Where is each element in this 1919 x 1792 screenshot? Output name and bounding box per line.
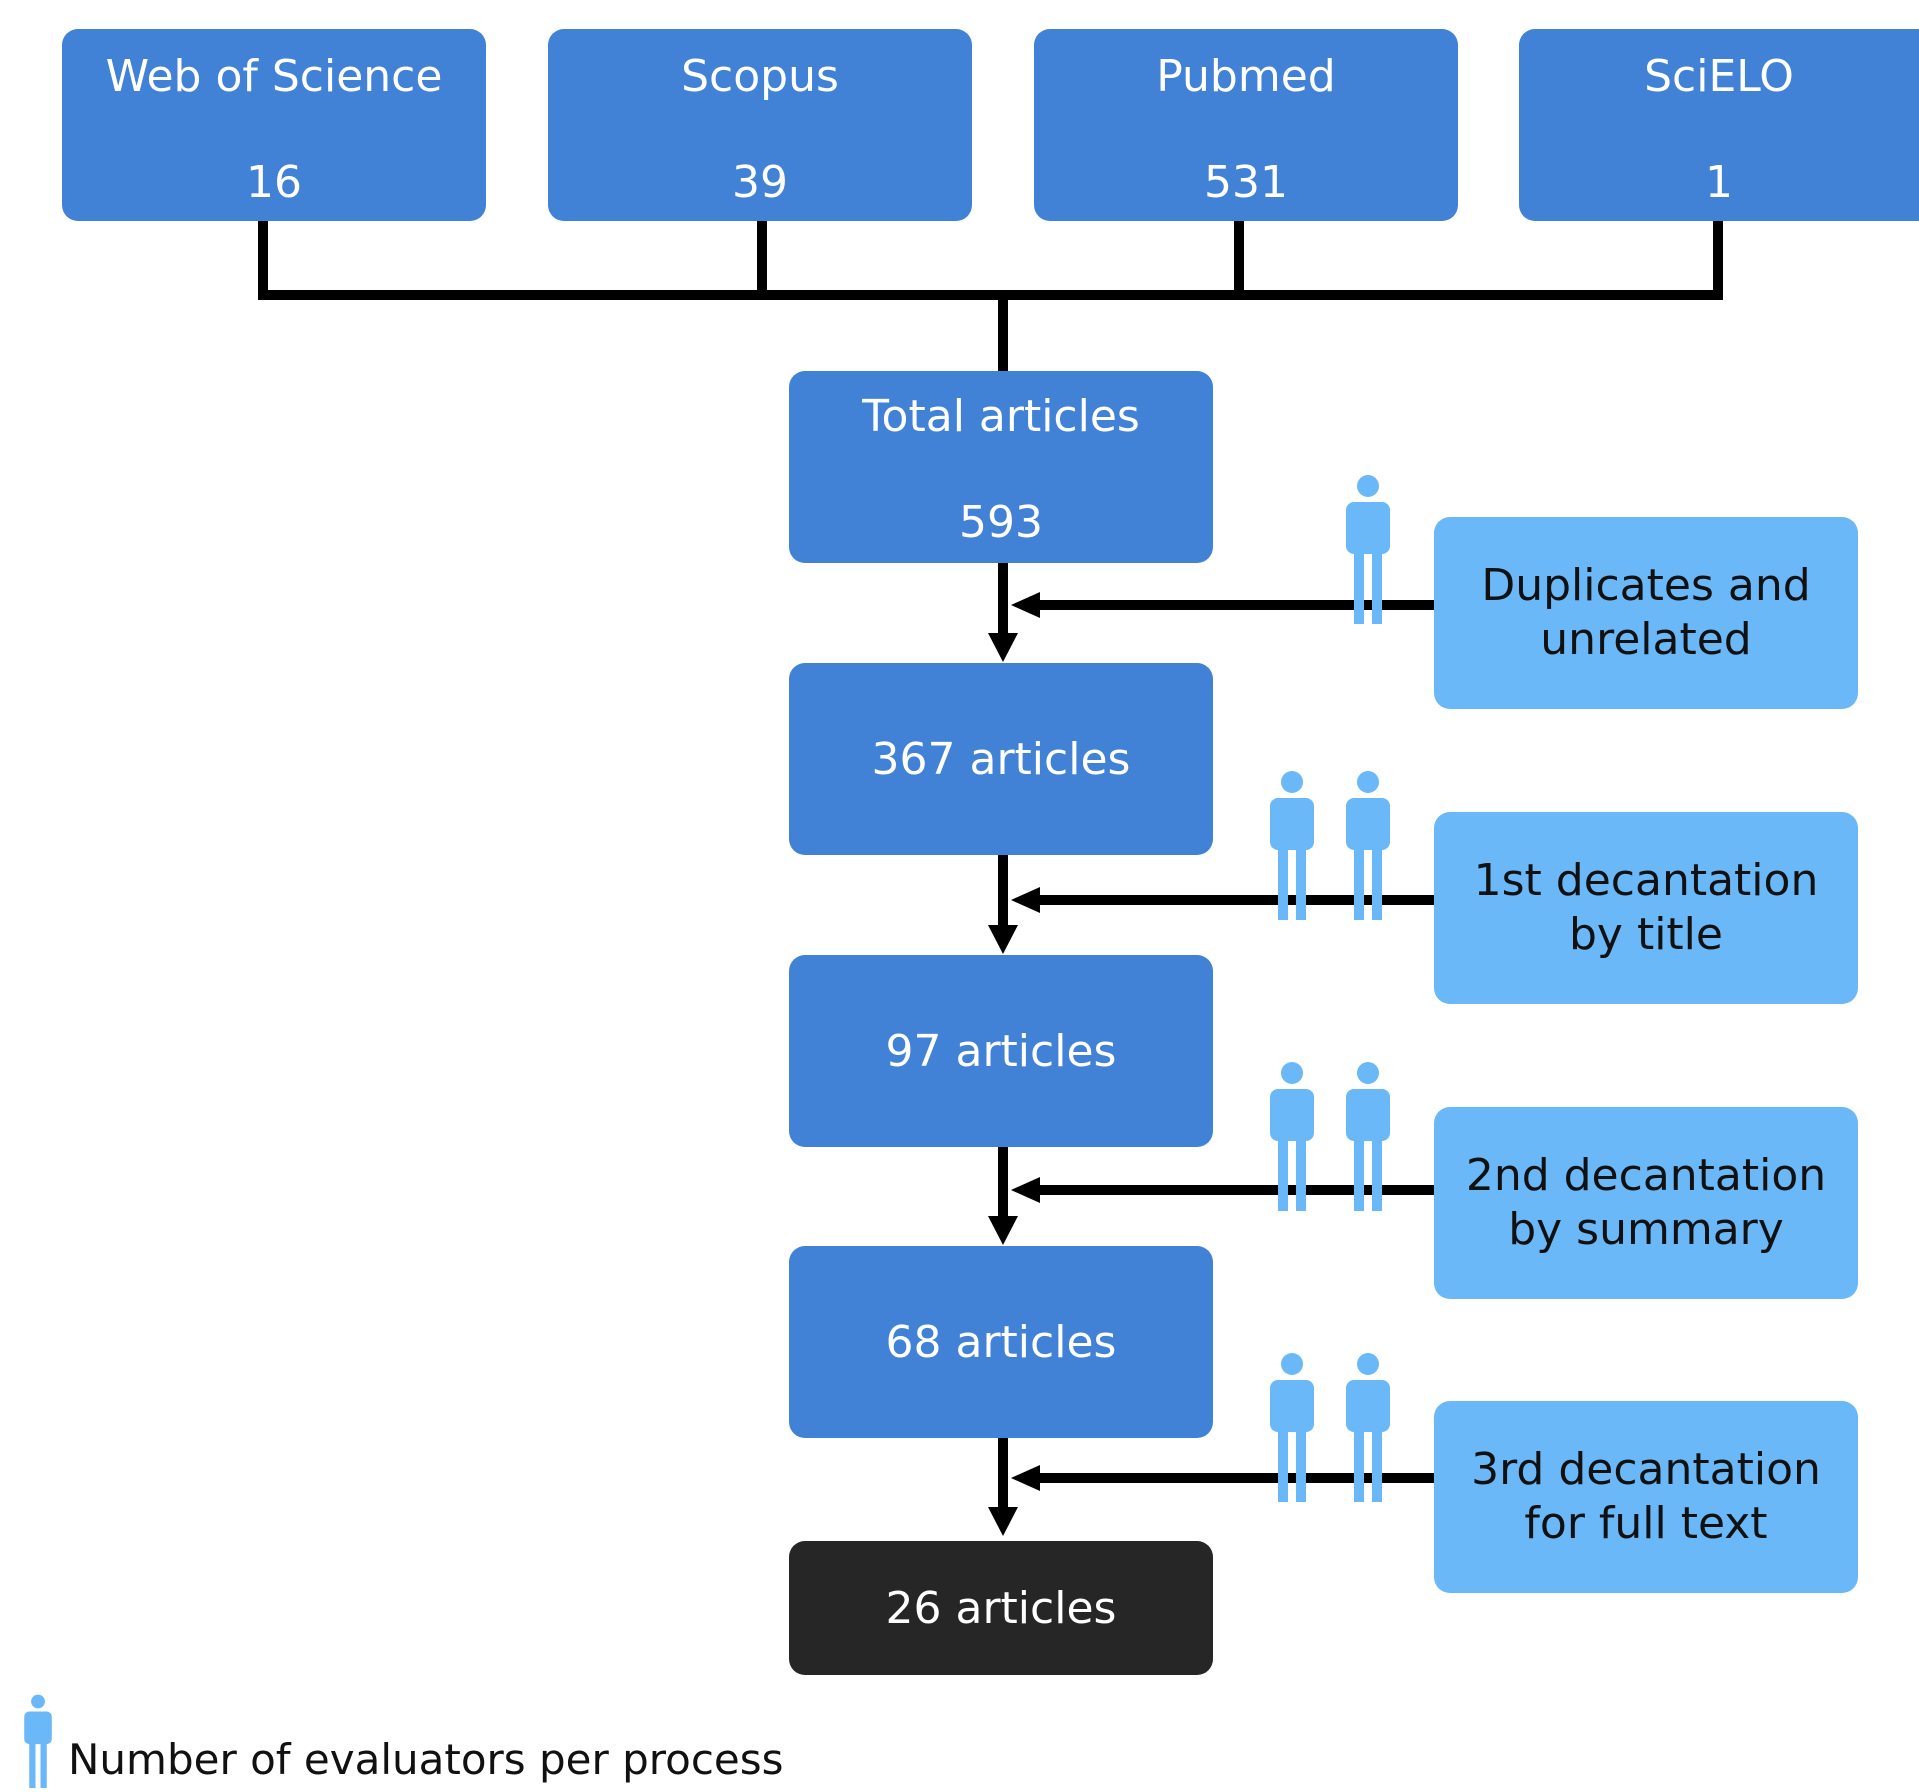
total-label: Total articles xyxy=(862,391,1140,442)
source-count: 16 xyxy=(246,157,302,208)
process-line: 2nd decantation xyxy=(1465,1150,1827,1201)
person-icon xyxy=(1338,474,1398,628)
person-icon xyxy=(1262,770,1322,924)
source-name: Web of Science xyxy=(105,51,443,102)
process-line: unrelated xyxy=(1540,614,1752,665)
source-count: 531 xyxy=(1204,157,1288,208)
source-box-web-of-science: Web of Science 16 xyxy=(62,29,486,221)
person-icon xyxy=(1262,1061,1322,1215)
source-box-pubmed: Pubmed 531 xyxy=(1034,29,1458,221)
legend-person-icon xyxy=(18,1694,58,1792)
total-articles-box: Total articles 593 xyxy=(789,371,1213,563)
process-line: by title xyxy=(1569,909,1723,960)
person-icon xyxy=(1338,1352,1398,1506)
process-line: 3rd decantation xyxy=(1471,1444,1821,1495)
process-line: 1st decantation xyxy=(1473,855,1819,906)
person-icon xyxy=(1338,1061,1398,1215)
person-icon xyxy=(1338,770,1398,924)
final-articles-box: 26 articles xyxy=(789,1541,1213,1675)
stage-box-1: 367 articles xyxy=(789,663,1213,855)
source-name: Scopus xyxy=(681,51,839,102)
source-box-scopus: Scopus 39 xyxy=(548,29,972,221)
person-icon xyxy=(1262,1352,1322,1506)
source-count: 39 xyxy=(732,157,788,208)
total-count: 593 xyxy=(959,497,1043,548)
legend-text: Number of evaluators per process xyxy=(68,1735,784,1784)
process-line: by summary xyxy=(1508,1204,1784,1255)
process-line: for full text xyxy=(1524,1498,1768,1549)
stage-box-2: 97 articles xyxy=(789,955,1213,1147)
source-name: Pubmed xyxy=(1156,51,1336,102)
process-line: Duplicates and xyxy=(1481,560,1811,611)
source-count: 1 xyxy=(1705,157,1733,208)
source-name: SciELO xyxy=(1644,51,1794,102)
stage-box-3: 68 articles xyxy=(789,1246,1213,1438)
source-box-scielo: SciELO 1 xyxy=(1519,29,1919,221)
